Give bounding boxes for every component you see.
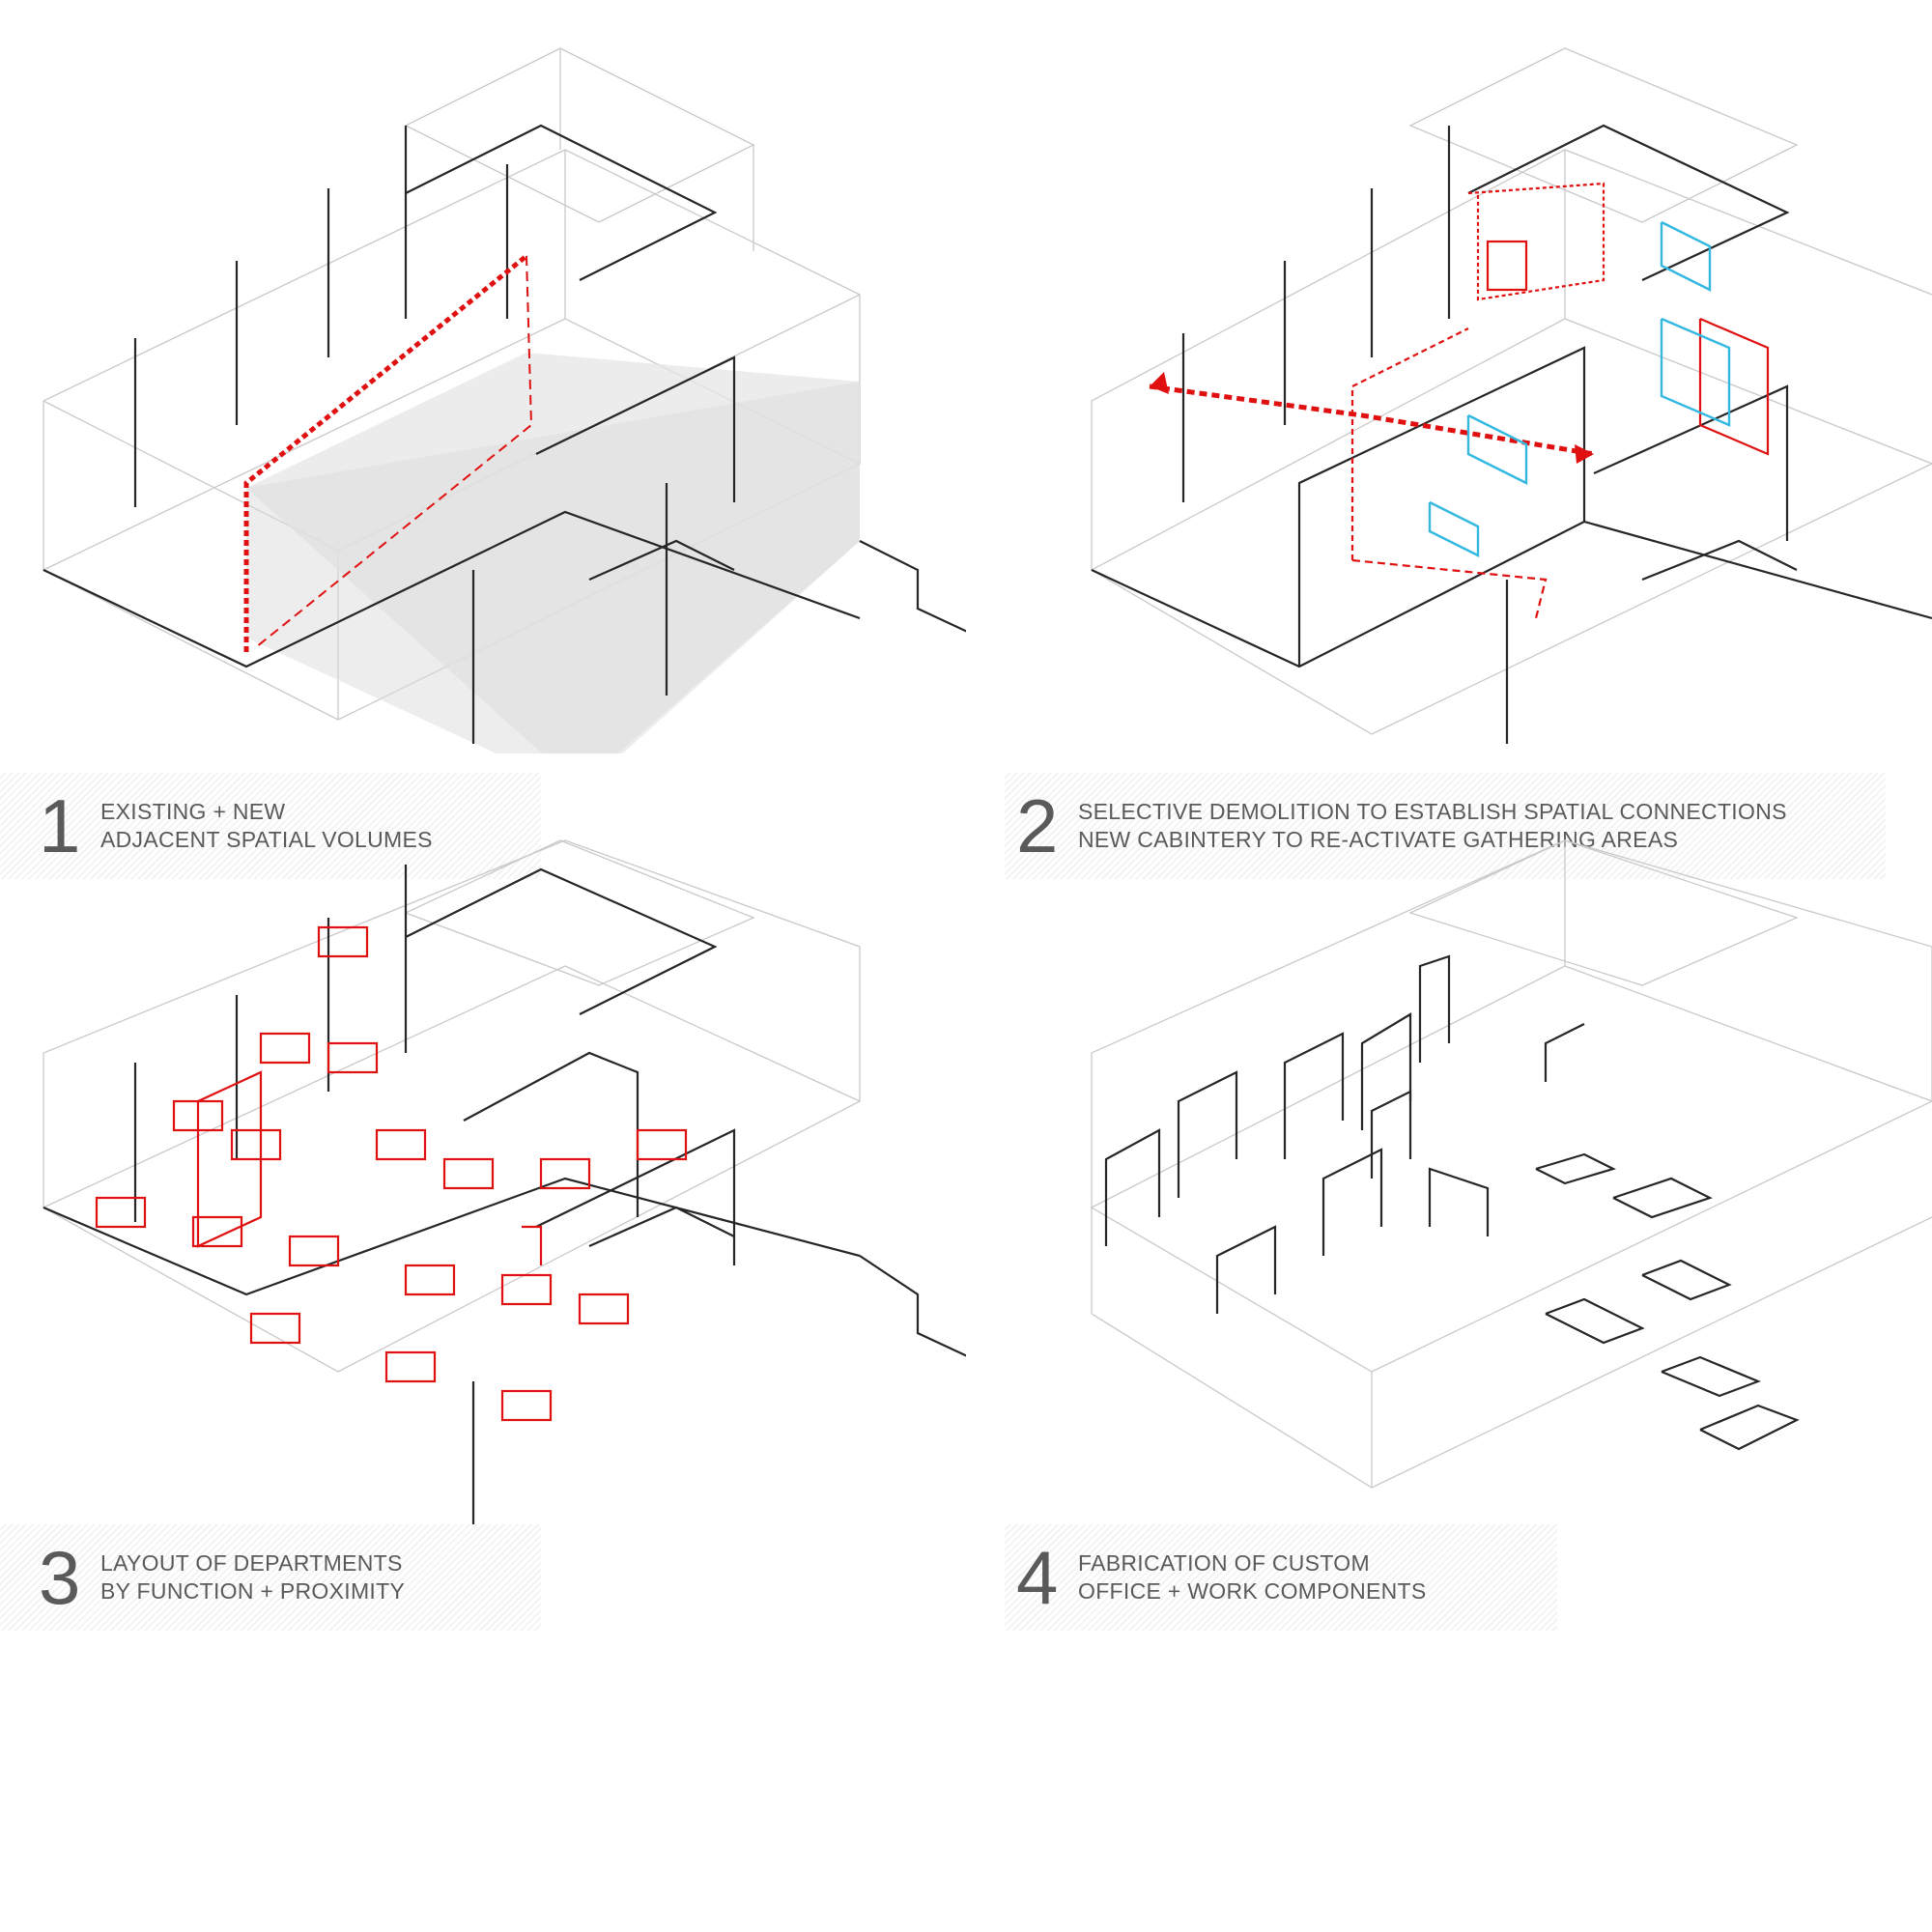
structure-lines (1091, 124, 1932, 744)
diagram-panel-4 (966, 811, 1932, 1565)
step-number: 1 (39, 783, 81, 868)
step-number: 3 (39, 1535, 81, 1620)
step-number: 4 (1016, 1535, 1059, 1620)
step-title-line-2: ADJACENT SPATIAL VOLUMES (100, 827, 433, 852)
structure-lines (43, 124, 966, 744)
axonometric-drawing-4 (1090, 839, 1932, 1489)
diagram-panel-3 (0, 811, 966, 1565)
structure-lines (43, 865, 966, 1565)
diagram-panel-2 (966, 0, 1932, 753)
step-title-line-2: NEW CABINTERY TO RE-ACTIVATE GATHERING A… (1078, 827, 1679, 852)
step-title-line-1: FABRICATION OF CUSTOM (1078, 1550, 1370, 1576)
step-title-line-1: LAYOUT OF DEPARTMENTS (100, 1550, 403, 1576)
building-envelope (42, 839, 862, 1373)
diagram-panel-1 (0, 0, 966, 753)
step-number: 2 (1016, 783, 1059, 868)
step-title-line-2: BY FUNCTION + PROXIMITY (100, 1578, 406, 1604)
demolition-outline (243, 254, 533, 652)
axonometric-drawing-3 (42, 839, 966, 1565)
step-caption-3: 3 LAYOUT OF DEPARTMENTS BY FUNCTION + PR… (0, 1524, 541, 1631)
axonometric-drawing-2 (1090, 47, 1932, 744)
step-caption-4: 4 FABRICATION OF CUSTOM OFFICE + WORK CO… (1005, 1524, 1557, 1631)
shaded-volume (246, 353, 860, 753)
office-partitions (1104, 954, 1585, 1314)
axonometric-drawing-1 (42, 47, 966, 753)
demolition-markings (1149, 182, 1770, 619)
step-title-line-1: EXISTING + NEW (100, 799, 286, 824)
step-caption-1: 1 EXISTING + NEW ADJACENT SPATIAL VOLUME… (0, 773, 541, 879)
building-envelope (1090, 47, 1932, 735)
step-title-line-1: SELECTIVE DEMOLITION TO ESTABLISH SPATIA… (1078, 799, 1787, 824)
step-caption-2: 2 SELECTIVE DEMOLITION TO ESTABLISH SPAT… (1005, 773, 1886, 879)
building-envelope (1090, 839, 1932, 1489)
step-title-line-2: OFFICE + WORK COMPONENTS (1078, 1578, 1427, 1604)
department-layout (95, 925, 688, 1422)
cabinetry-markings (1428, 220, 1731, 557)
work-tables (1535, 1152, 1800, 1451)
